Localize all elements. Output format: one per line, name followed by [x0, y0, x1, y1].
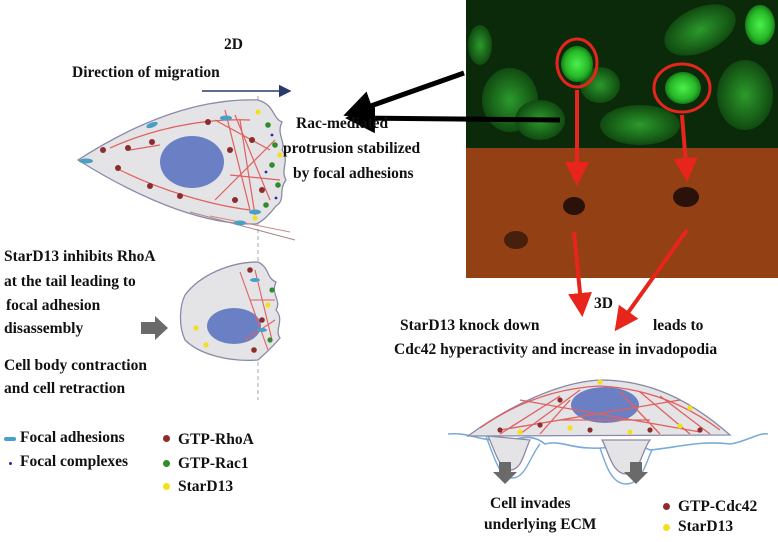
legend-stard13: StarD13	[178, 478, 234, 495]
red-arrows	[565, 90, 698, 332]
label-invades-line1: Cell invades	[490, 495, 571, 512]
label-3d: 3D	[594, 295, 613, 312]
label-stard13-rhoa-line4: disassembly	[4, 320, 84, 337]
legend-stard13-3d: StarD13	[678, 518, 734, 535]
label-stard13-rhoa-line2: at the tail leading to	[4, 273, 136, 290]
invading-cell-3d	[447, 379, 769, 485]
migrating-cell-2d	[76, 99, 296, 241]
label-rac-line3: by focal adhesions	[293, 165, 414, 182]
label-knockdown: StarD13 knock down	[400, 317, 540, 334]
label-cdc42-hyperactivity: Cdc42 hyperactivity and increase in inva…	[394, 341, 718, 358]
grey-transition-arrow	[141, 316, 168, 340]
cdc42-marker	[663, 503, 670, 510]
rhoa-marker	[163, 435, 170, 442]
black-arrow-2	[345, 103, 561, 134]
retracting-cell-2d	[141, 261, 281, 361]
label-stard13-rhoa-line1: StarD13 inhibits RhoA	[4, 248, 156, 265]
gelatin-degradation-micrograph	[466, 148, 778, 278]
legend-focal-adhesions: Focal adhesions	[20, 429, 125, 446]
label-stard13-rhoa-line3: focal adhesion	[6, 297, 101, 314]
label-invades-line2: underlying ECM	[484, 516, 597, 533]
fluorescence-micrograph	[466, 0, 778, 148]
rac1-marker	[163, 460, 170, 467]
black-arrow-1	[343, 70, 465, 120]
focal-adhesion-marker	[4, 437, 16, 441]
legend-focal-complexes: Focal complexes	[20, 453, 129, 470]
legend-gtp-rhoa: GTP-RhoA	[178, 431, 254, 448]
focal-complex-marker	[9, 462, 12, 465]
label-rac-line1: Rac-mediated	[296, 115, 389, 132]
label-contraction-line1: Cell body contraction	[4, 357, 147, 374]
label-rac-line2: protrusion stabilized	[283, 140, 421, 157]
label-2d: 2D	[224, 36, 243, 53]
legend-gtp-cdc42: GTP-Cdc42	[678, 498, 758, 515]
legend-gtp-rac1: GTP-Rac1	[178, 455, 249, 472]
stard13-3d-marker	[663, 524, 670, 531]
label-contraction-line2: and cell retraction	[4, 380, 126, 397]
label-leads-to: leads to	[653, 317, 704, 334]
highlight-circles	[555, 37, 712, 114]
label-direction-of-migration: Direction of migration	[72, 64, 220, 81]
stard13-marker	[163, 483, 170, 490]
